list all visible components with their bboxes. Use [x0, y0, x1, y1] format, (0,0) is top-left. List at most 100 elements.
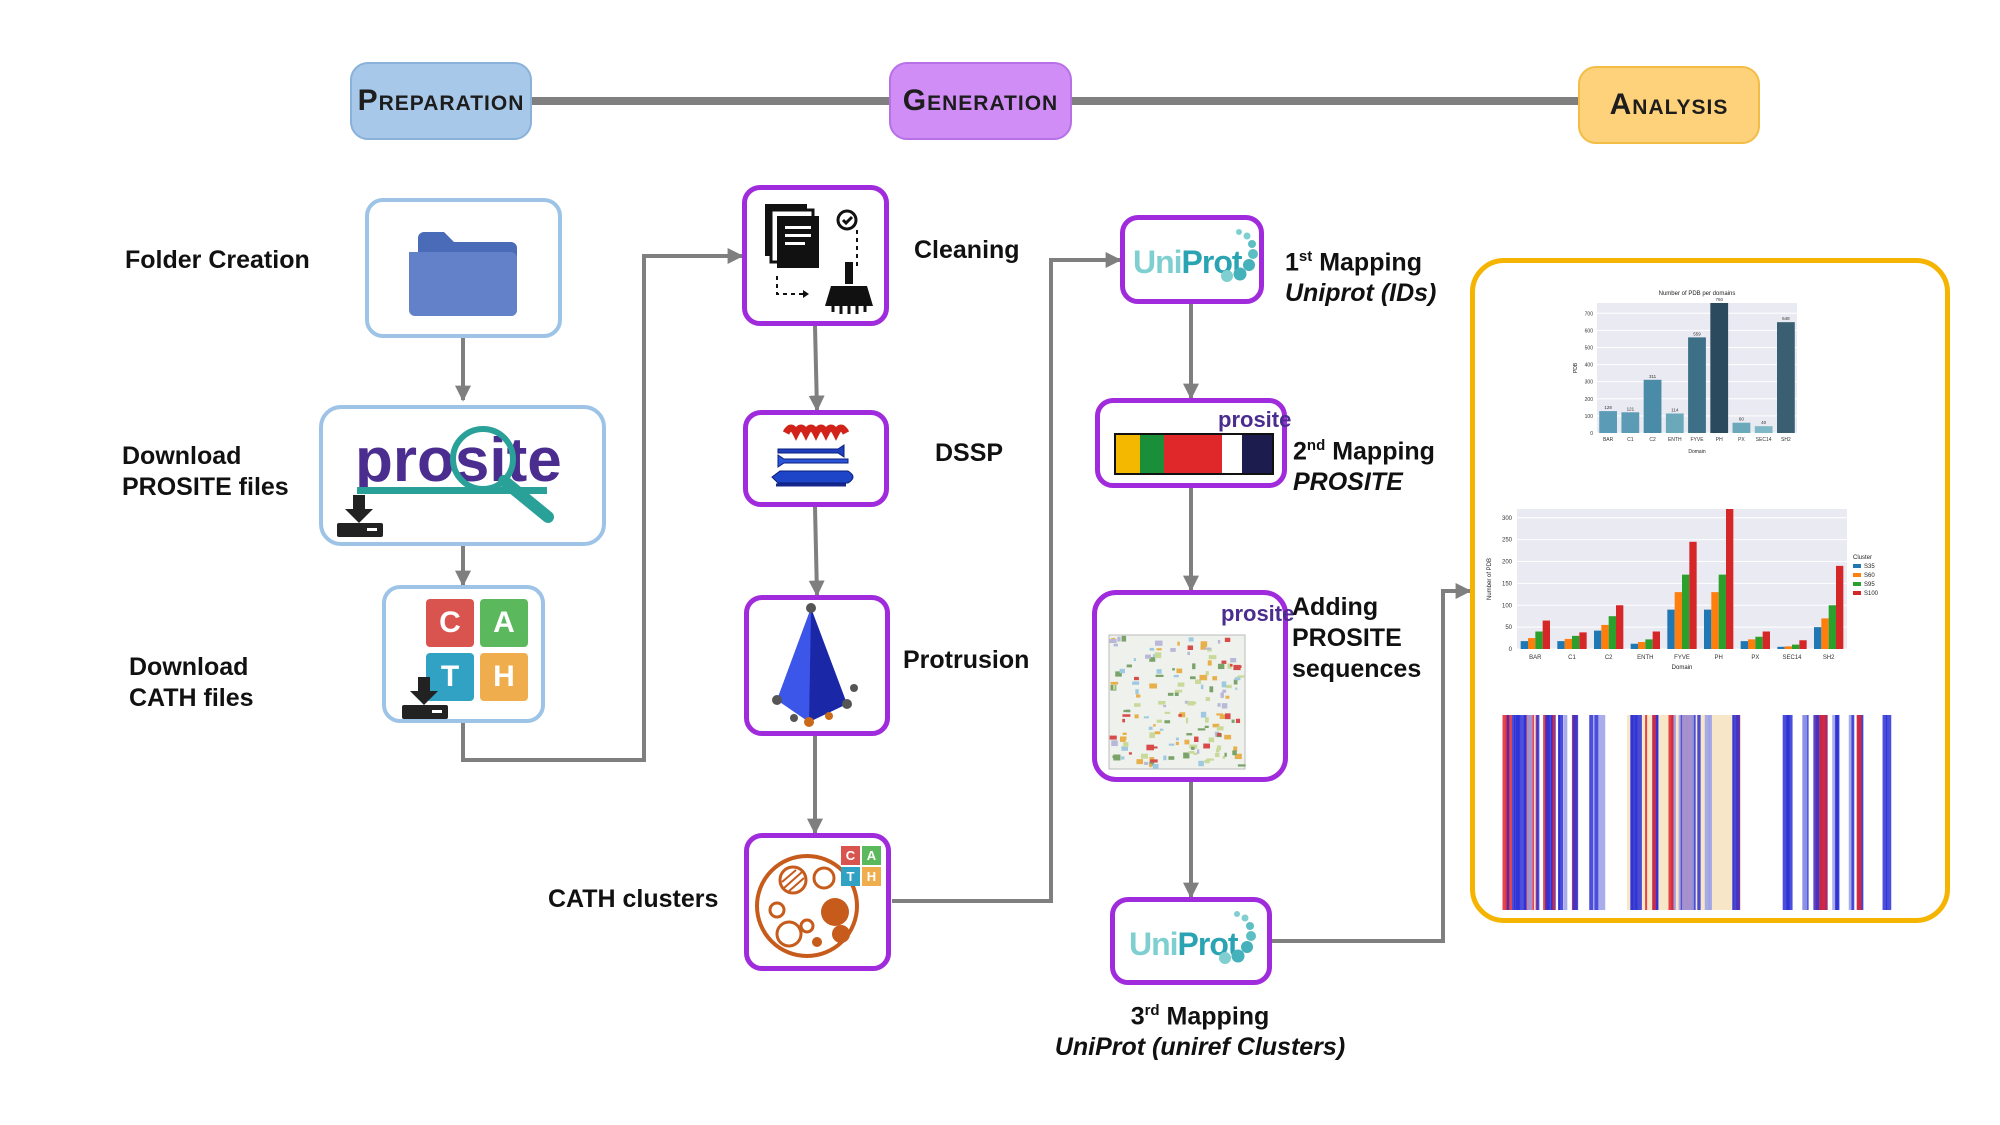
cleaning-box: [742, 185, 889, 326]
chart2-xtick: ENTH: [1637, 655, 1653, 661]
chart2-ytick: 100: [1502, 603, 1513, 609]
chart2-bar: [1828, 605, 1836, 649]
chart1-ytick: 100: [1585, 414, 1594, 420]
chart2-bar: [1564, 638, 1572, 649]
cath-letter-c: C: [426, 599, 474, 647]
alignment-cell: [1174, 689, 1183, 693]
chart2-legend-swatch: [1853, 582, 1861, 586]
alignment-cell: [1149, 657, 1156, 662]
cluster-icon: [755, 854, 859, 958]
alignment-cell: [1221, 681, 1227, 688]
chart1-ytick: 0: [1590, 431, 1593, 437]
alignment-cell: [1126, 664, 1132, 668]
chart2-bar: [1594, 630, 1602, 649]
heatmap-column: [1557, 715, 1561, 910]
alignment-cell: [1200, 684, 1204, 690]
heatmap-panel: [1627, 715, 1741, 910]
adding-line2: PROSITE: [1292, 624, 1402, 652]
cleaning-icon: [765, 204, 873, 314]
heatmap-bg: [1777, 715, 1887, 910]
alignment-thumbnail-icon: [1108, 634, 1246, 770]
alignment-cell: [1217, 639, 1221, 644]
folder-creation-label: Folder Creation: [125, 246, 310, 274]
chart1-xtick: FYVE: [1690, 437, 1704, 443]
heatmap-column: [1598, 715, 1606, 910]
alignment-cell: [1134, 676, 1139, 681]
alignment-cell: [1146, 744, 1154, 751]
chart2-xtick: C1: [1568, 655, 1576, 661]
heatmap-column: [1513, 715, 1520, 910]
phase-preparation: Preparation: [350, 62, 532, 140]
alignment-cell: [1164, 720, 1171, 724]
chart2-bar: [1836, 565, 1844, 649]
alignment-cell: [1119, 736, 1126, 742]
chart2-xtick: C2: [1605, 655, 1613, 661]
alignment-cell: [1121, 746, 1128, 751]
heatmap-column: [1589, 715, 1594, 910]
chart1-xtick: BAR: [1603, 437, 1614, 443]
alignment-cell: [1109, 639, 1117, 644]
chart1-bar: [1754, 426, 1773, 433]
protrusion-box: [744, 595, 890, 736]
heatmap-column: [1536, 715, 1540, 910]
adding-line1: Adding: [1292, 593, 1379, 621]
alignment-cell: [1235, 718, 1241, 724]
alignment-cell: [1204, 717, 1209, 723]
alignment-cell: [1187, 645, 1194, 650]
heatmap-column: [1572, 715, 1579, 910]
protrusion-heatmaps: [1497, 715, 1892, 910]
heatmap-column: [1634, 715, 1638, 910]
chart2-bar: [1689, 541, 1697, 649]
alignment-cell: [1204, 760, 1210, 764]
alignment-cell: [1225, 684, 1232, 689]
cath-mini-a: A: [862, 846, 881, 865]
chart2-bar: [1762, 631, 1770, 649]
download-prosite-line1: Download: [122, 442, 242, 470]
folder-icon: [409, 232, 517, 316]
chart1-bar-label: 121: [1627, 406, 1635, 411]
heatmap-column: [1733, 715, 1740, 910]
alignment-cell: [1200, 644, 1206, 650]
alignment-cell: [1216, 713, 1224, 716]
alignment-cell: [1175, 737, 1179, 741]
mapping1-title: Mapping: [1319, 248, 1422, 277]
alignment-cell: [1159, 728, 1164, 731]
uniprot3-uni: Uni: [1129, 926, 1179, 962]
chart1-xtick: C2: [1649, 437, 1656, 443]
alignment-cell: [1222, 689, 1227, 693]
alignment-cell: [1183, 752, 1190, 759]
alignment-cell: [1150, 759, 1158, 763]
alignment-cell: [1122, 732, 1127, 736]
arrow-clusters-to-uniprot1: [892, 252, 1122, 903]
alignment-cell: [1156, 669, 1162, 674]
alignment-cell: [1207, 660, 1212, 666]
alignment-cell: [1208, 737, 1215, 743]
alignment-cell: [1144, 761, 1149, 765]
alignment-cell: [1145, 654, 1151, 659]
chart1-xtick: C1: [1627, 437, 1634, 443]
heatmap-column: [1815, 715, 1820, 910]
chart2-legend-swatch: [1853, 573, 1861, 577]
alignment-cell: [1199, 674, 1208, 681]
heatmap-column: [1882, 715, 1888, 910]
chart2-bar: [1616, 605, 1624, 649]
chart2-bar: [1645, 639, 1653, 649]
alignment-cell: [1233, 746, 1238, 752]
mapping2-subtitle: PROSITE: [1293, 468, 1403, 497]
alignment-cell: [1143, 716, 1150, 719]
alignment-cell: [1203, 743, 1211, 749]
heatmap-column: [1885, 715, 1892, 910]
alignment-cell: [1217, 732, 1222, 737]
chart2-legend-swatch: [1853, 591, 1861, 595]
chart2-bar: [1528, 638, 1536, 649]
alignment-cell: [1149, 761, 1155, 766]
alignment-cell: [1184, 739, 1190, 745]
alignment-cell: [1113, 754, 1121, 761]
alignment-cell: [1176, 668, 1183, 674]
mapping2-ordinal: 2: [1293, 437, 1307, 466]
chart2-ytick: 200: [1502, 560, 1513, 566]
alignment-cell: [1122, 714, 1131, 717]
alignment-cell: [1221, 703, 1228, 709]
chart2-bar: [1520, 641, 1528, 649]
prosite-download-box: prosite: [319, 405, 606, 546]
